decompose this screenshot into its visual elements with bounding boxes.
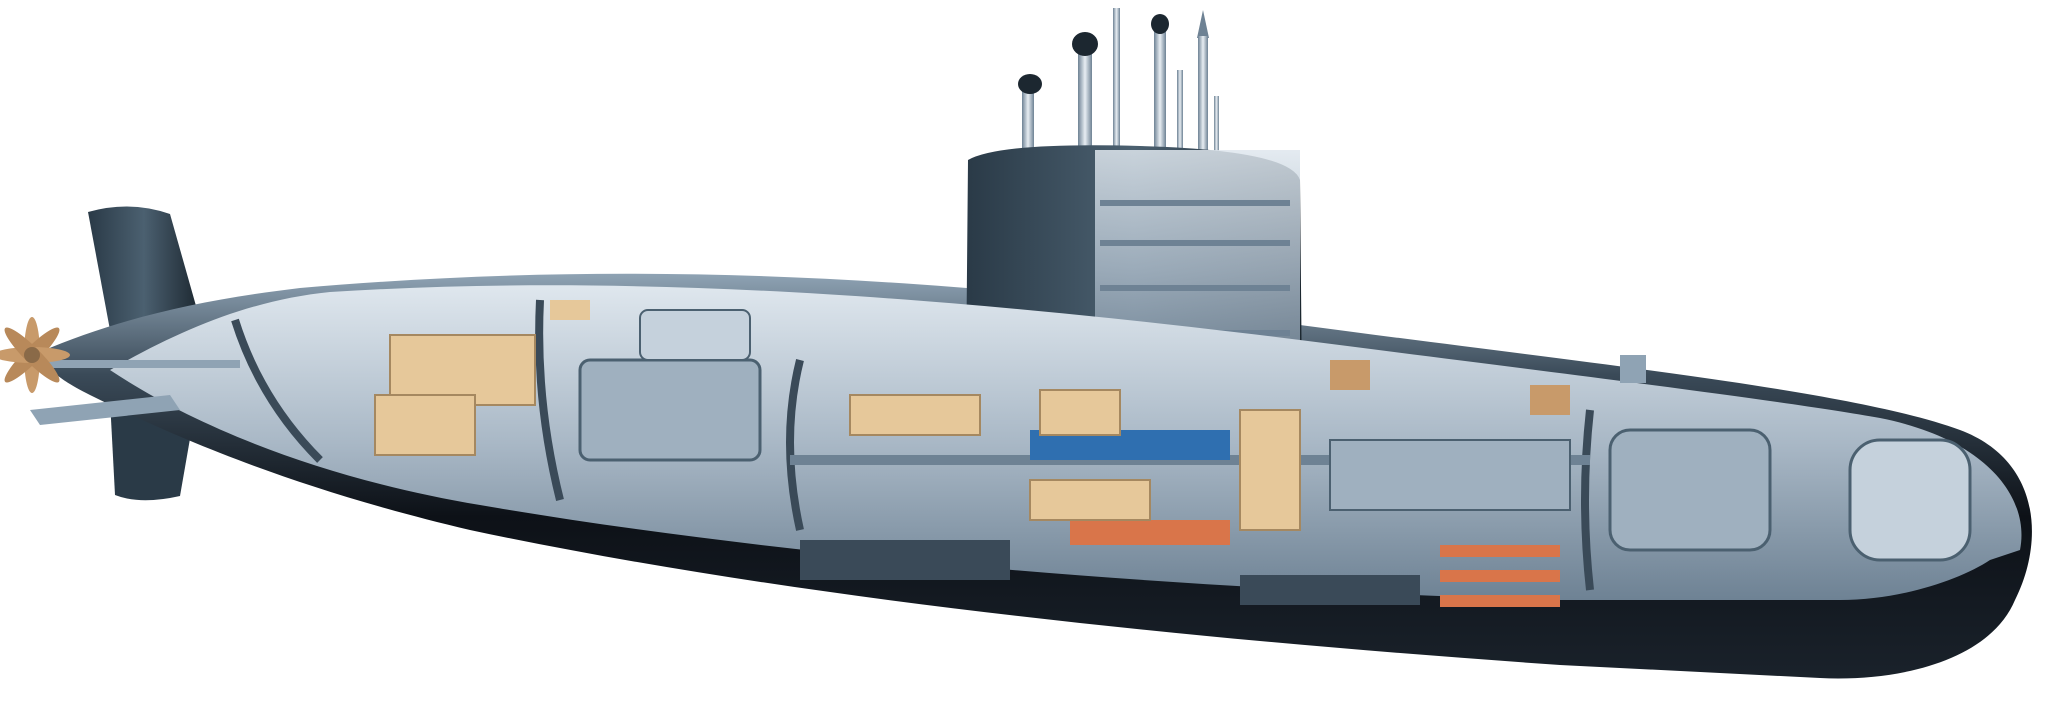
ballast-tank-1 xyxy=(550,300,590,320)
galley-equipment xyxy=(1029,479,1151,521)
sail-shelf-3 xyxy=(1100,285,1290,291)
stern-plane xyxy=(30,395,180,425)
propeller xyxy=(0,317,70,393)
bow-sonar-frame xyxy=(1848,438,1972,562)
forward-hatch xyxy=(1620,355,1646,383)
sail-shelf-1 xyxy=(1100,200,1290,206)
battery-well-1 xyxy=(800,540,1010,580)
bunk-3 xyxy=(1440,595,1560,607)
compartments xyxy=(231,299,1972,607)
sail-shelf-2 xyxy=(1100,240,1290,246)
snorkel-mast-1 xyxy=(1022,88,1034,158)
battery-well-2 xyxy=(1240,575,1420,605)
motor-room-equipment xyxy=(389,334,536,406)
ballast-tank-2 xyxy=(1330,360,1370,390)
diesel-engine xyxy=(578,358,762,462)
bulkhead-engine xyxy=(535,299,564,501)
crew-quarters-equipment xyxy=(1039,389,1121,436)
masts xyxy=(1018,8,1219,160)
torpedo-tubes xyxy=(1608,428,1772,552)
ballast-tank-3 xyxy=(1530,385,1570,415)
propeller-hub xyxy=(24,347,40,363)
galley-deck xyxy=(1070,520,1230,545)
motor-unit xyxy=(374,394,476,456)
bunk-1 xyxy=(1440,545,1560,557)
radar-mast xyxy=(1198,36,1208,160)
torpedo-racks xyxy=(1329,439,1571,511)
bulkhead-aft xyxy=(231,318,323,463)
control-room-consoles xyxy=(849,394,981,436)
radar-mast-tip xyxy=(1197,10,1209,38)
snorkel-head-2 xyxy=(1072,32,1098,56)
periscope-2 xyxy=(1154,30,1166,160)
bunk-2 xyxy=(1440,570,1560,582)
antenna-mast xyxy=(1177,70,1183,160)
bulkhead-fwd xyxy=(1581,409,1594,591)
diesel-generator xyxy=(639,309,751,361)
snorkel-mast-2 xyxy=(1078,50,1092,160)
upper-rudder xyxy=(88,206,200,330)
mess-cabinets xyxy=(1239,409,1301,531)
periscope-head-2 xyxy=(1151,14,1169,34)
bulkhead-control xyxy=(786,359,804,531)
esm-mast xyxy=(1214,96,1219,160)
periscope-1 xyxy=(1113,8,1120,158)
propeller-shaft xyxy=(40,360,240,368)
snorkel-head-1 xyxy=(1018,74,1042,94)
